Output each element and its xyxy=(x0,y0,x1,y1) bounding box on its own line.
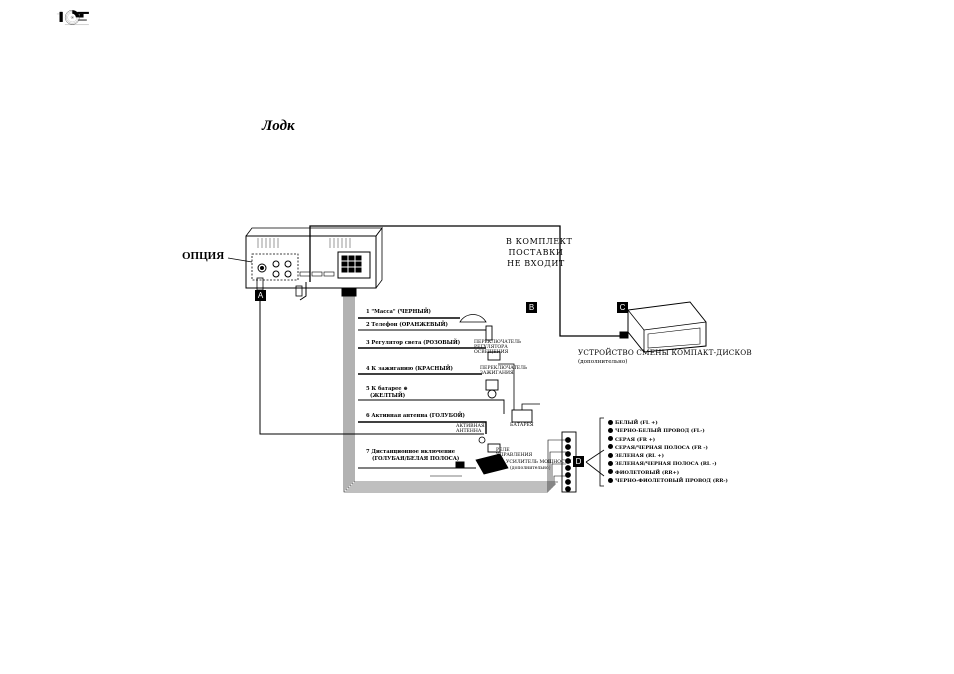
ignition-label: ПЕРЕКЛЮЧАТЕЛЬ ЗАЖИГАНИЯ xyxy=(480,366,528,376)
amplifier-label: УСИЛИТЕЛЬ МОЩНОСТИ xyxy=(506,460,572,465)
cd-changer-sub: (дополнительно) xyxy=(578,359,628,365)
bullet-icon xyxy=(608,419,613,425)
speaker-wire-item: ФИОЛЕТОВЫЙ (RR+) xyxy=(608,469,728,477)
note-line-3: НЕ ВХОДИТ xyxy=(507,259,565,268)
bullet-icon xyxy=(608,469,613,475)
speaker-wire-item: ЧЕРНО-БЕЛЫЙ ПРОВОД (FL-) xyxy=(608,427,728,435)
wire-label-3: 3 Регулятор света (РОЗОВЫЙ) xyxy=(366,340,461,346)
wire-label-7: 7 Дистанционное включение xyxy=(366,449,456,455)
bullet-icon xyxy=(608,460,613,466)
wire-label-2: 2 Телефон (ОРАНЖЕВЫЙ) xyxy=(366,322,449,328)
wire-label-6: 6 Активная антенна (ГОЛУБОЙ) xyxy=(366,413,465,419)
amplifier-sub-label: (дополнительно) xyxy=(510,466,551,471)
logo-graphic xyxy=(56,10,89,25)
relay-label: РЕЛЕ УПРАВЛЕНИЯ xyxy=(496,448,533,458)
bullet-icon xyxy=(608,436,613,442)
battery-label: БАТАРЕЯ xyxy=(510,423,534,428)
speaker-wire-item: СЕРАЯ (FR +) xyxy=(608,436,728,444)
bullet-icon xyxy=(608,452,613,458)
antenna-label: АКТИВНАЯ АНТЕННА xyxy=(456,424,485,434)
option-label: ОПЦИЯ xyxy=(182,250,225,262)
wire-label-4: 4 К зажиганию (КРАСНЫЙ) xyxy=(366,366,453,372)
note-line-2: ПОСТАВКИ xyxy=(508,248,564,257)
wire-label-7-sub: (ГОЛУБАЯ/БЕЛАЯ ПОЛОСА) xyxy=(372,456,460,462)
bullet-icon xyxy=(608,444,613,450)
speaker-wire-item: СЕРАЯ/ЧЕРНАЯ ПОЛОСА (FR -) xyxy=(608,444,728,452)
wire-label-5: 5 К батарее ⊕ xyxy=(366,386,408,392)
speaker-wire-item: ЗЕЛЕНАЯ/ЧЕРНАЯ ПОЛОСА (RL -) xyxy=(608,460,728,468)
head-unit xyxy=(245,235,377,289)
marker-d: D xyxy=(573,456,584,467)
wire-label-5-sub: (ЖЕЛТЫЙ) xyxy=(370,393,406,399)
logo-word: Лодк xyxy=(262,118,295,134)
wire-label-1: 1 "Масса" (ЧЕРНЫЙ) xyxy=(366,309,431,315)
bullet-icon xyxy=(608,427,613,433)
bullet-icon xyxy=(608,477,613,483)
marker-b: B xyxy=(526,302,537,313)
speaker-wire-item: ЧЕРНО-ФИОЛЕТОВЫЙ ПРОВОД (RR-) xyxy=(608,477,728,485)
speaker-wire-list: БЕЛЫЙ (FL +) ЧЕРНО-БЕЛЫЙ ПРОВОД (FL-) СЕ… xyxy=(608,419,728,485)
not-included-note: В КОМПЛЕКТ ПОСТАВКИ НЕ ВХОДИТ xyxy=(506,236,573,269)
light-switch-label: ПЕРЕКЛЮЧАТЕЛЬ РЕГУЛЯТОРА ОСВЕЩЕНИЯ xyxy=(474,340,522,355)
speaker-wire-item: БЕЛЫЙ (FL +) xyxy=(608,419,728,427)
marker-c: C xyxy=(617,302,628,313)
cd-changer-title: УСТРОЙСТВО СМЕНЫ КОМПАКТ-ДИСКОВ xyxy=(578,348,752,357)
marker-a: A xyxy=(255,290,266,301)
note-line-1: В КОМПЛЕКТ xyxy=(506,237,573,246)
speaker-wire-item: ЗЕЛЕНАЯ (RL +) xyxy=(608,452,728,460)
